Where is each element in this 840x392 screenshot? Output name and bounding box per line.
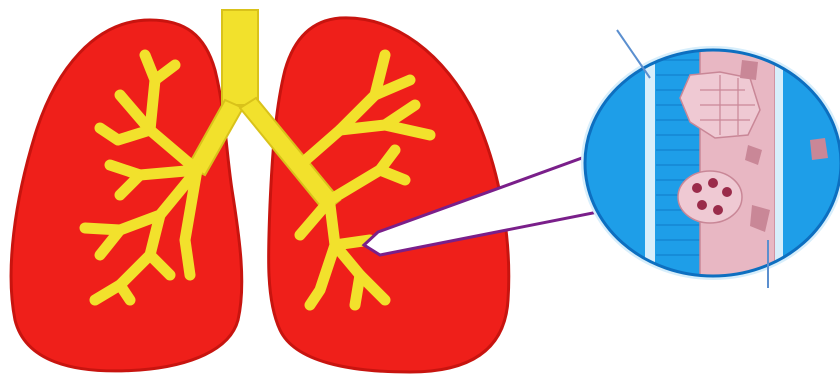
magnified-bronchus-wall: [580, 40, 840, 290]
right-lung: [269, 18, 509, 372]
trachea: [222, 10, 258, 105]
gland: [678, 171, 742, 223]
